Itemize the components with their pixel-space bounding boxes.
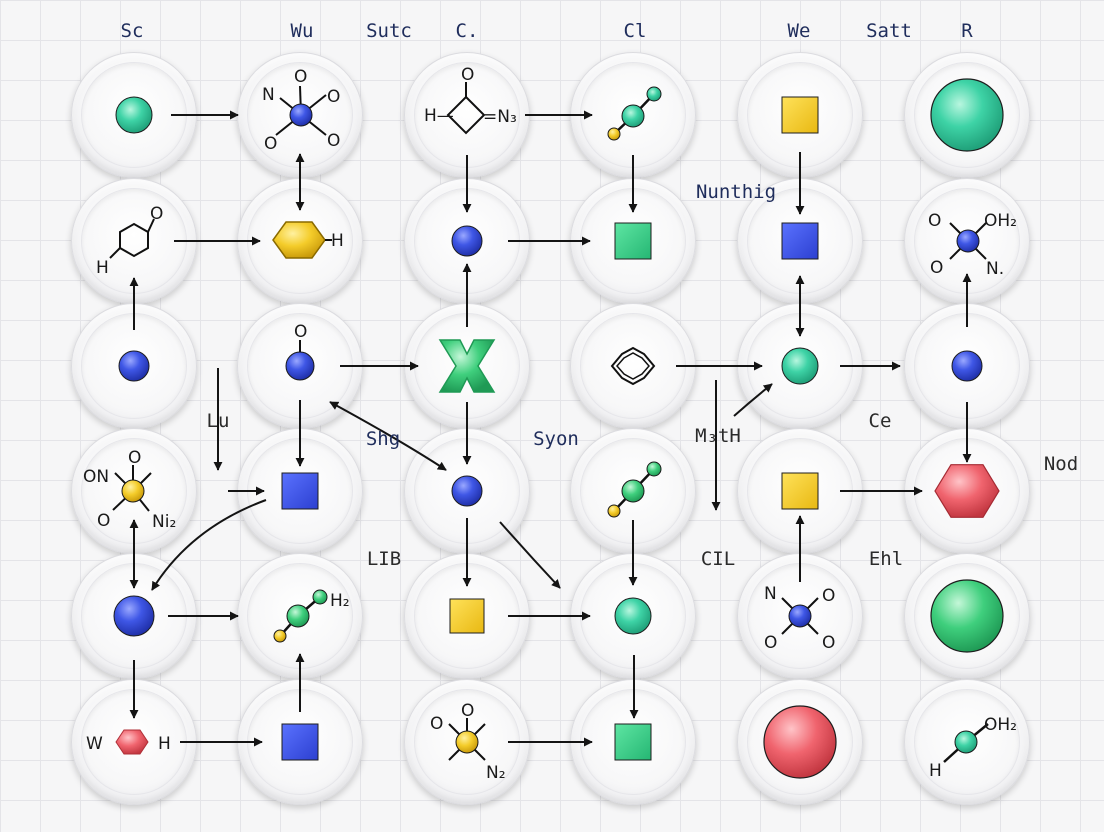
molecule-r1c6: O OH₂ O N. xyxy=(928,211,1017,279)
atom-label: OH₂ xyxy=(984,715,1017,735)
teal-sphere-node xyxy=(614,597,652,635)
atom-label: OH₂ xyxy=(984,211,1017,231)
atom-label: H xyxy=(158,734,171,754)
atom-label: O xyxy=(430,714,443,734)
yellow-square-node xyxy=(781,96,819,134)
node-well-r2c3[interactable] xyxy=(570,303,696,429)
curved-arrow xyxy=(151,499,267,591)
molecule-r3c0: ON O O Ni₂ xyxy=(83,448,176,532)
atom-label: H xyxy=(96,258,109,278)
blue-sphere-node xyxy=(451,475,483,507)
label-ce: Ce xyxy=(868,410,892,432)
teal-sphere-node xyxy=(115,96,153,134)
atom-label: N xyxy=(764,584,777,604)
column-header-sc: Sc xyxy=(120,20,144,42)
column-header-satt: Satt xyxy=(866,20,912,42)
atom-label: O xyxy=(294,67,307,87)
label-lib: LIB xyxy=(366,548,402,570)
curved-arrow xyxy=(733,383,773,417)
yellow-square-node xyxy=(781,472,819,510)
atom-label: O xyxy=(294,322,307,342)
red-hexagon-node xyxy=(934,464,1000,518)
atom-label: O xyxy=(97,511,110,531)
atom-label: O xyxy=(928,211,941,231)
atom-label: O xyxy=(264,134,277,154)
blue-sphere-node xyxy=(451,225,483,257)
label-lu: Lu xyxy=(206,410,230,432)
atom-label: H₂ xyxy=(330,591,350,611)
atom-label: H xyxy=(331,231,344,251)
molecule-r1c0: O H xyxy=(96,204,163,278)
node-well-r3c3[interactable] xyxy=(570,428,696,554)
blue-square-node xyxy=(281,472,319,510)
blue-sphere-node xyxy=(113,595,155,637)
blue-square-node xyxy=(281,723,319,761)
red-sphere-node xyxy=(763,705,837,779)
atom-label: O xyxy=(822,633,835,653)
molecule-r3c3 xyxy=(607,461,662,518)
label-shg: Shg xyxy=(365,428,401,450)
yellow-square-node xyxy=(449,598,485,634)
atom-label: O xyxy=(327,87,340,107)
atom-label: O xyxy=(150,204,163,224)
column-header-cl: Cl xyxy=(623,20,647,42)
blue-sphere-node xyxy=(951,350,983,382)
molecule-r1c1: H xyxy=(272,221,344,259)
atom-label: H xyxy=(929,761,942,781)
molecule-r0c1: N O O O O xyxy=(262,67,340,154)
molecule-r4c1: H₂ xyxy=(273,589,350,643)
atom-label: O xyxy=(822,586,835,606)
atom-label: O xyxy=(764,633,777,653)
atom-label: Ni₂ xyxy=(152,512,176,532)
label-nod: Nod xyxy=(1043,453,1079,475)
column-header-sutc: Sutc xyxy=(366,20,412,42)
molecule-r5c2: O O N₂ xyxy=(430,701,506,783)
label-ehl: Ehl xyxy=(868,548,904,570)
molecule-r2c1: O xyxy=(285,322,315,381)
teal-sphere-node xyxy=(930,78,1004,152)
label-syon: Syon xyxy=(533,428,579,450)
atom-label: H— xyxy=(424,106,454,126)
arrow-layer xyxy=(129,110,972,747)
atom-label: O xyxy=(461,65,474,85)
atom-label: N. xyxy=(986,259,1004,279)
atom-label: W xyxy=(86,734,103,754)
column-header-wu: Wu xyxy=(290,20,314,42)
label-math: M₃tH xyxy=(695,425,741,447)
green-sphere-node xyxy=(930,579,1004,653)
label-cil: CIL xyxy=(700,548,736,570)
molecule-r2c3-benzene xyxy=(610,346,656,386)
atom-label: O xyxy=(461,701,474,721)
blue-sphere-node xyxy=(118,350,150,382)
atom-label: O xyxy=(128,448,141,468)
label-nunthig: Nunthig xyxy=(695,181,777,203)
teal-sphere-node xyxy=(781,347,819,385)
molecule-r0c2: O H— =N₃ xyxy=(424,65,517,135)
curved-arrow xyxy=(329,401,447,471)
molecule-r5c0: W H xyxy=(86,729,171,755)
node-well-r0c1[interactable] xyxy=(237,52,363,178)
green-square-node xyxy=(614,222,652,260)
atom-label: O xyxy=(327,131,340,151)
atom-label: N₂ xyxy=(486,763,506,783)
green-square-node xyxy=(614,723,652,761)
molecule-r0c3 xyxy=(607,86,662,141)
molecule-r2c2-x xyxy=(438,339,496,393)
atom-label: ON xyxy=(83,467,109,487)
node-layer xyxy=(113,78,1004,779)
atom-label: O xyxy=(930,258,943,278)
atom-label: N xyxy=(262,85,275,105)
curved-arrow xyxy=(499,521,561,589)
atom-label: =N₃ xyxy=(483,107,517,127)
blue-square-node xyxy=(781,222,819,260)
column-header-c: C. xyxy=(455,20,479,42)
column-header-we: We xyxy=(787,20,811,42)
column-header-r: R xyxy=(961,20,973,42)
molecule-r4c5: N O O O xyxy=(764,584,835,653)
molecule-r5c6: H OH₂ xyxy=(929,715,1017,781)
